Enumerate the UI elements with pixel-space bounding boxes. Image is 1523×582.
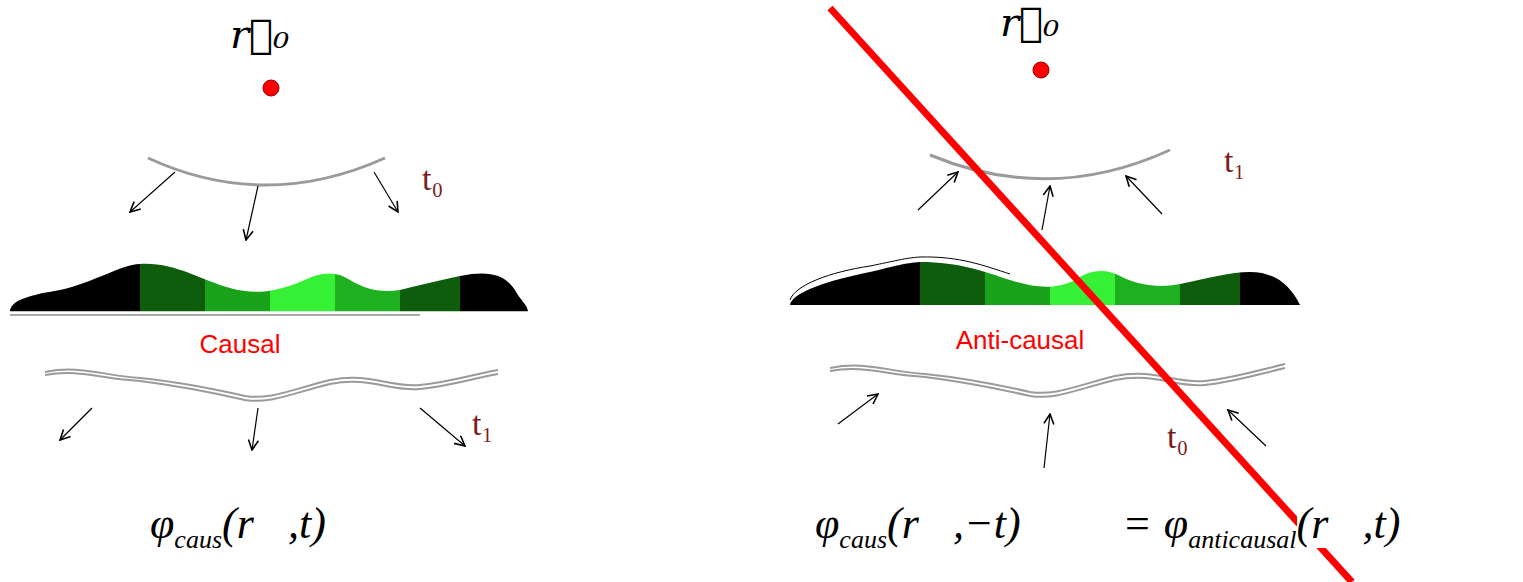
- layered-medium: [10, 250, 530, 320]
- position-vector: r⃗₀: [998, 0, 1061, 44]
- scattered-wavefront: [830, 364, 1285, 397]
- formula: φcaus(r⃗,t): [150, 500, 326, 548]
- formula-argument: (r⃗,t): [222, 500, 326, 548]
- formula-equals: =: [1125, 500, 1150, 548]
- time-label: t₁: [470, 405, 495, 442]
- formula-argument: (r⃗,−t): [887, 500, 1021, 548]
- time-label: t₀: [420, 160, 445, 197]
- propagation-arrows: [130, 172, 398, 240]
- formula-symbol: φ: [150, 500, 174, 548]
- strike-through: [830, 8, 1352, 582]
- time-label: t₁: [1222, 142, 1247, 179]
- formula-subscript: caus: [174, 526, 222, 555]
- wavefront: [148, 158, 385, 185]
- formula: φcaus(r⃗,−t): [815, 500, 1021, 548]
- position-vector: r⃗₀: [228, 12, 291, 56]
- scattered-wavefront: [45, 370, 498, 401]
- formula-argument: (r⃗,t): [1297, 500, 1401, 548]
- formula: =φanticausal(r⃗,t): [1105, 500, 1400, 548]
- medium-rim: [10, 315, 420, 316]
- propagation-arrows: [60, 408, 465, 450]
- panel-title: Causal: [198, 330, 283, 359]
- formula-subscript: caus: [839, 526, 887, 555]
- panel-title: Anti-causal: [954, 326, 1087, 355]
- source-point: [263, 80, 279, 96]
- formula-subscript: anticausal: [1188, 526, 1296, 555]
- formula-symbol: φ: [815, 500, 839, 548]
- propagation-arrows: [918, 172, 1162, 230]
- time-label: t₀: [1165, 418, 1190, 455]
- source-point: [1033, 62, 1049, 78]
- medium-rim: [10, 311, 528, 313]
- propagation-arrows: [838, 394, 1266, 468]
- formula-symbol: φ: [1164, 500, 1188, 548]
- layered-medium: [790, 250, 1300, 310]
